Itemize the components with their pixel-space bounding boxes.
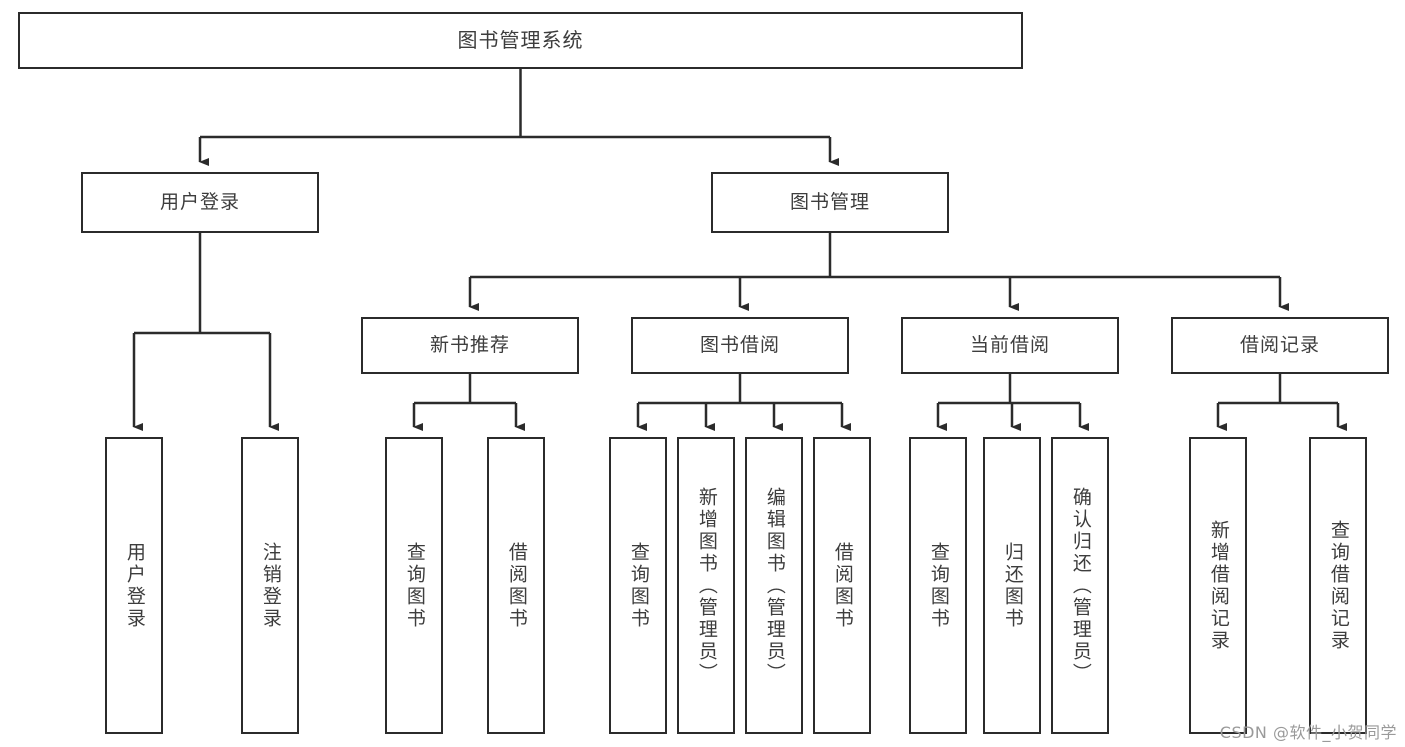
- node-book-management-system[interactable]: 图书管理系统: [18, 12, 1023, 69]
- node-label: 新书推荐: [429, 333, 510, 356]
- node-label: 查询图书: [927, 541, 950, 630]
- node-label: 借阅记录: [1239, 333, 1320, 356]
- node-label: 查询图书: [403, 541, 426, 630]
- node-leaf-borrow-book-2[interactable]: 借阅图书: [813, 437, 871, 734]
- node-label: 图书借阅: [699, 333, 780, 356]
- node-user-login[interactable]: 用户登录: [81, 172, 319, 233]
- node-label: 注销登录: [259, 541, 282, 630]
- edge-root-to-level2: [198, 69, 839, 166]
- node-leaf-query-record[interactable]: 查询借阅记录: [1309, 437, 1367, 734]
- node-label: 图书管理系统: [457, 28, 584, 52]
- node-leaf-add-record[interactable]: 新增借阅记录: [1189, 437, 1247, 734]
- node-leaf-edit-book[interactable]: 编辑图书（管理员）: [745, 437, 803, 734]
- node-book-borrow[interactable]: 图书借阅: [631, 317, 849, 374]
- node-label: 用户登录: [159, 190, 240, 213]
- edge-borrow-to-leaves: [636, 374, 851, 431]
- node-leaf-borrow-book-1[interactable]: 借阅图书: [487, 437, 545, 734]
- node-label: 查询借阅记录: [1327, 519, 1350, 652]
- node-label: 确认归还（管理员）: [1069, 486, 1092, 685]
- node-label: 借阅图书: [831, 541, 854, 630]
- edge-newbook-to-leaves: [412, 374, 525, 431]
- node-current-borrow[interactable]: 当前借阅: [901, 317, 1119, 374]
- node-label: 当前借阅: [969, 333, 1050, 356]
- edge-bookmanage-to-level3: [468, 233, 1289, 311]
- node-leaf-query-book-2[interactable]: 查询图书: [609, 437, 667, 734]
- node-label: 编辑图书（管理员）: [763, 486, 786, 685]
- node-borrow-record[interactable]: 借阅记录: [1171, 317, 1389, 374]
- node-leaf-user-login[interactable]: 用户登录: [105, 437, 163, 734]
- node-leaf-logout[interactable]: 注销登录: [241, 437, 299, 734]
- node-label: 查询图书: [627, 541, 650, 630]
- node-new-book-recommend[interactable]: 新书推荐: [361, 317, 579, 374]
- node-label: 新增图书（管理员）: [695, 486, 718, 685]
- node-label: 新增借阅记录: [1207, 519, 1230, 652]
- node-book-management[interactable]: 图书管理: [711, 172, 949, 233]
- node-leaf-confirm-return[interactable]: 确认归还（管理员）: [1051, 437, 1109, 734]
- node-label: 归还图书: [1001, 541, 1024, 630]
- edge-current-to-leaves: [936, 374, 1089, 431]
- node-label: 用户登录: [123, 541, 146, 630]
- node-label: 借阅图书: [505, 541, 528, 630]
- node-label: 图书管理: [789, 190, 870, 213]
- edge-record-to-leaves: [1216, 374, 1347, 431]
- edge-userlogin-to-leaves: [132, 233, 279, 431]
- node-leaf-return-book[interactable]: 归还图书: [983, 437, 1041, 734]
- node-leaf-query-book-3[interactable]: 查询图书: [909, 437, 967, 734]
- node-leaf-query-book-1[interactable]: 查询图书: [385, 437, 443, 734]
- node-leaf-add-book[interactable]: 新增图书（管理员）: [677, 437, 735, 734]
